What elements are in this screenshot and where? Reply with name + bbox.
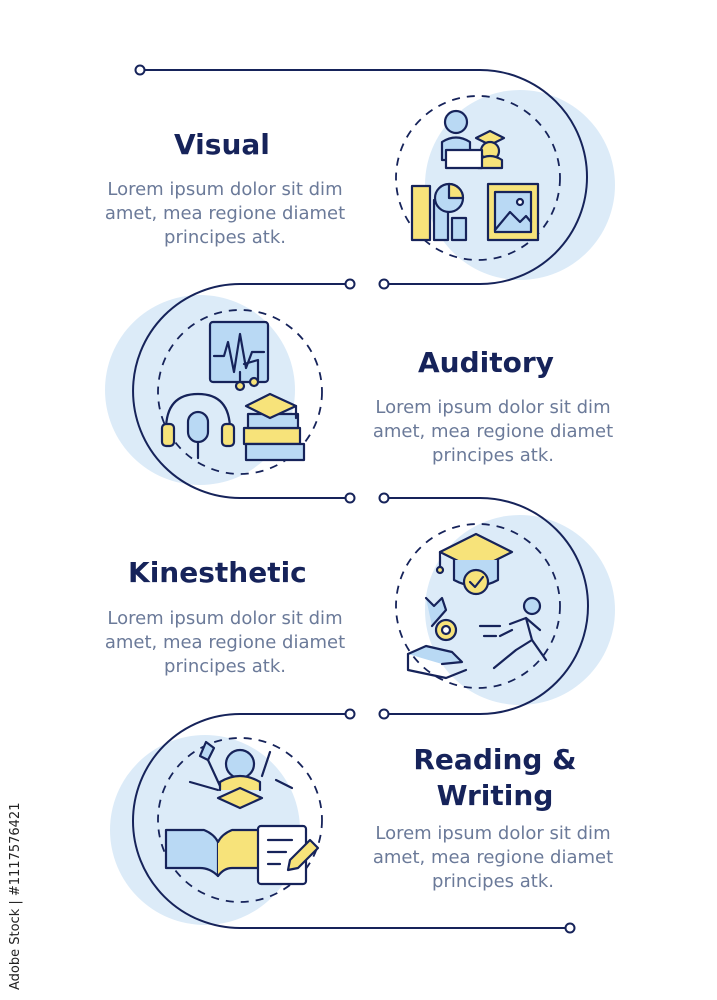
step-1-line-3: principes atk. bbox=[164, 227, 286, 248]
step-1-line-1: Lorem ipsum dolor sit dim bbox=[107, 179, 343, 200]
step-2-title: Auditory bbox=[418, 346, 554, 379]
dot-3a bbox=[344, 708, 356, 720]
step-1-line-2: amet, mea regione diamet bbox=[104, 203, 346, 224]
step-1-description: Lorem ipsum dolor sit dim amet, mea regi… bbox=[80, 178, 370, 250]
step-3-title: Kinesthetic bbox=[128, 556, 307, 589]
stock-watermark-text: Adobe Stock | #1117576421 bbox=[8, 802, 23, 990]
step-4-line-2: amet, mea regione diamet bbox=[372, 847, 614, 868]
step-2-line-3: principes atk. bbox=[432, 445, 554, 466]
kinesthetic-learning-icon bbox=[406, 532, 548, 680]
reading-writing-icon bbox=[164, 740, 320, 886]
step-4-title-line-2: Writing bbox=[436, 779, 554, 812]
auditory-learning-icon bbox=[160, 320, 306, 462]
dot-3b bbox=[378, 708, 390, 720]
step-2-dashed-ring bbox=[157, 309, 323, 475]
step-3-description: Lorem ipsum dolor sit dim amet, mea regi… bbox=[80, 607, 370, 679]
connector-line bbox=[132, 69, 589, 929]
dot-start bbox=[134, 64, 146, 76]
step-2-line-1: Lorem ipsum dolor sit dim bbox=[375, 397, 611, 418]
dot-end bbox=[564, 922, 576, 934]
visual-learning-icon bbox=[410, 109, 540, 242]
step-3-line-2: amet, mea regione diamet bbox=[104, 632, 346, 653]
dot-2b bbox=[378, 492, 390, 504]
step-4-line-3: principes atk. bbox=[432, 871, 554, 892]
step-4-description: Lorem ipsum dolor sit dim amet, mea regi… bbox=[348, 822, 638, 894]
stock-watermark: Adobe Stock | #1117576421 bbox=[2, 740, 32, 990]
step-4-title-line-1: Reading & bbox=[413, 743, 577, 776]
step-3-line-1: Lorem ipsum dolor sit dim bbox=[107, 608, 343, 629]
connector-dots bbox=[134, 64, 576, 934]
dot-1a bbox=[344, 278, 356, 290]
step-2-description: Lorem ipsum dolor sit dim amet, mea regi… bbox=[348, 396, 638, 468]
dot-2a bbox=[344, 492, 356, 504]
step-1-dashed-ring bbox=[395, 95, 561, 261]
dot-1b bbox=[378, 278, 390, 290]
step-3-dashed-ring bbox=[395, 523, 561, 689]
step-3-line-3: principes atk. bbox=[164, 656, 286, 677]
step-3-bg-circle bbox=[425, 515, 615, 705]
step-4-line-1: Lorem ipsum dolor sit dim bbox=[375, 823, 611, 844]
step-1-title: Visual bbox=[174, 128, 270, 161]
step-4-title: Reading & Writing bbox=[380, 742, 610, 814]
step-4-dashed-ring bbox=[157, 737, 323, 903]
step-2-line-2: amet, mea regione diamet bbox=[372, 421, 614, 442]
